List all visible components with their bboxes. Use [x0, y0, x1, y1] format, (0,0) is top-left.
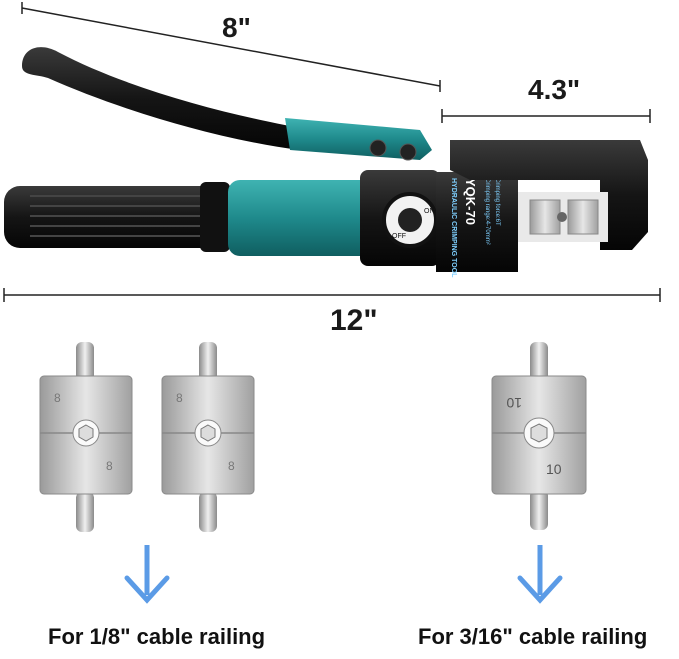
release-valve: ON OFF	[382, 192, 438, 248]
crimp-head: HYDRAULIC CRIMPING TOOL YQK-70 Crimping …	[436, 172, 518, 278]
tool-label-title: HYDRAULIC CRIMPING TOOL	[450, 178, 457, 278]
valve-off-label: OFF	[392, 233, 406, 240]
arrow-down-icon	[124, 545, 170, 604]
die-2-mark-bottom: 8	[228, 459, 235, 473]
tool-model: YQK-70	[463, 178, 478, 225]
grip-handle	[4, 182, 230, 252]
die-set-2: 8 8	[161, 342, 255, 532]
tool-label-force: Crimping force:6T	[494, 178, 500, 226]
dimension-12-inch	[3, 288, 661, 302]
dimension-8-inch	[21, 2, 441, 92]
die-set-3: 10 10	[491, 342, 587, 530]
die-1-mark-bottom: 8	[106, 459, 113, 473]
caption-right: For 3/16" cable railing	[418, 624, 648, 649]
dimension-label-8: 8"	[222, 12, 251, 43]
c-frame-jaw	[450, 140, 648, 250]
arrow-down-icon	[517, 545, 563, 604]
dimension-4-3-inch	[441, 109, 651, 123]
die-2-mark-top: 8	[176, 391, 183, 405]
dimension-label-4-3: 4.3"	[528, 74, 581, 105]
valve-on-label: ON	[424, 208, 435, 215]
lever-handle	[22, 47, 432, 161]
die-3-mark-bottom: 10	[546, 461, 562, 477]
die-set-1: 8 8	[39, 342, 133, 532]
die-1-mark-top: 8	[54, 391, 61, 405]
tool-label-range: Crimping range:4-70mm²	[484, 178, 490, 245]
caption-left: For 1/8" cable railing	[48, 624, 266, 649]
die-3-mark-top: 10	[506, 395, 522, 411]
dimension-label-12: 12"	[330, 304, 378, 337]
